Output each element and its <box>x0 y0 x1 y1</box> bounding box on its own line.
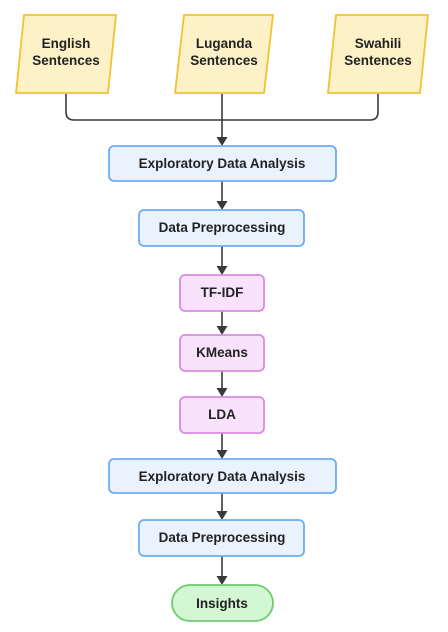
step-label: KMeans <box>196 345 248 360</box>
step-label: Data Preprocessing <box>159 530 286 545</box>
process-box <box>138 209 305 247</box>
input-label-line-1: Luganda <box>196 36 253 51</box>
input-label-line-1: Swahili <box>355 36 402 51</box>
step-data-preprocessing-2: Data Preprocessing <box>138 519 305 557</box>
step-data-preprocessing: Data Preprocessing <box>138 209 305 247</box>
arrowhead <box>216 326 228 335</box>
connector-english <box>65 94 222 121</box>
arrowhead <box>216 201 228 210</box>
step-exploratory-data-analysis: Exploratory Data Analysis <box>108 145 337 182</box>
model-box <box>179 396 265 434</box>
step-label: Data Preprocessing <box>159 220 286 235</box>
process-box <box>108 145 337 182</box>
input-luganda-sentences: Luganda Sentences <box>174 14 274 94</box>
input-label-line-2: Sentences <box>344 53 412 68</box>
step-label: TF-IDF <box>201 285 244 300</box>
arrowhead <box>216 388 228 397</box>
arrowhead <box>216 137 228 146</box>
step-connectors <box>216 181 228 585</box>
step-exploratory-data-analysis-2: Exploratory Data Analysis <box>108 458 337 494</box>
model-box <box>179 274 265 312</box>
step-label: Exploratory Data Analysis <box>139 469 306 484</box>
arrowhead <box>216 511 228 520</box>
connector-swahili <box>222 94 379 121</box>
parallelogram-shape <box>327 14 429 94</box>
merge-connectors <box>65 94 379 146</box>
output-label: Insights <box>196 596 248 611</box>
terminal-pill <box>171 584 274 622</box>
input-swahili-sentences: Swahili Sentences <box>327 14 429 94</box>
step-label: Exploratory Data Analysis <box>139 156 306 171</box>
input-label-line-1: English <box>42 36 91 51</box>
model-box <box>179 334 265 372</box>
arrowhead <box>216 576 228 585</box>
step-kmeans: KMeans <box>179 334 265 372</box>
input-label-line-2: Sentences <box>190 53 258 68</box>
parallelogram-shape <box>15 14 117 94</box>
step-lda: LDA <box>179 396 265 434</box>
input-label-line-2: Sentences <box>32 53 100 68</box>
arrowhead <box>216 450 228 459</box>
arrowhead <box>216 266 228 275</box>
step-tf-idf: TF-IDF <box>179 274 265 312</box>
parallelogram-shape <box>174 14 274 94</box>
input-english-sentences: English Sentences <box>15 14 117 94</box>
process-box <box>138 519 305 557</box>
step-label: LDA <box>208 407 236 422</box>
process-box <box>108 458 337 494</box>
output-insights: Insights <box>171 584 274 622</box>
